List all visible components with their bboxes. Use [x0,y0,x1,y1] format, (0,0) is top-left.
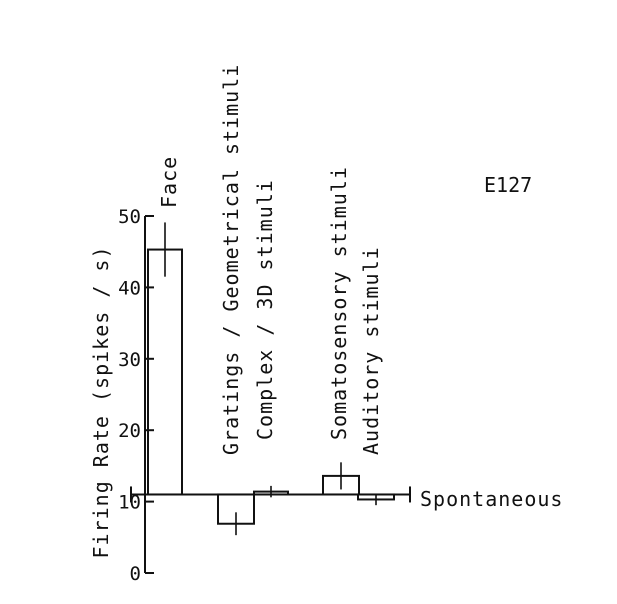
y-tick-label-30: 30 [118,349,141,371]
category-label-0: Face [157,156,181,208]
category-label-2: Complex / 3D stimuli [253,179,277,440]
y-tick-label-50: 50 [118,206,141,228]
y-tick-label-0: 0 [130,563,141,585]
category-label-1: Gratings / Geometrical stimuli [219,64,243,455]
y-tick-label-20: 20 [118,420,141,442]
spontaneous-baseline [130,486,411,503]
y-axis-label: Firing Rate (spikes / s) [89,246,113,559]
category-labels: Face Gratings / Geometrical stimuli Comple… [157,64,383,455]
bar-0 [147,248,183,496]
baseline-label: Spontaneous [420,487,563,511]
category-label-4: Auditory stimuli [359,246,383,455]
y-tick-label-40: 40 [118,277,141,299]
error-bars [164,222,377,536]
panel-label: E127 [484,173,532,197]
y-axis: 0 10 20 30 40 50 [118,206,154,585]
category-label-3: Somatosensory stimuli [327,166,351,440]
y-tick-label-10: 10 [118,492,141,514]
